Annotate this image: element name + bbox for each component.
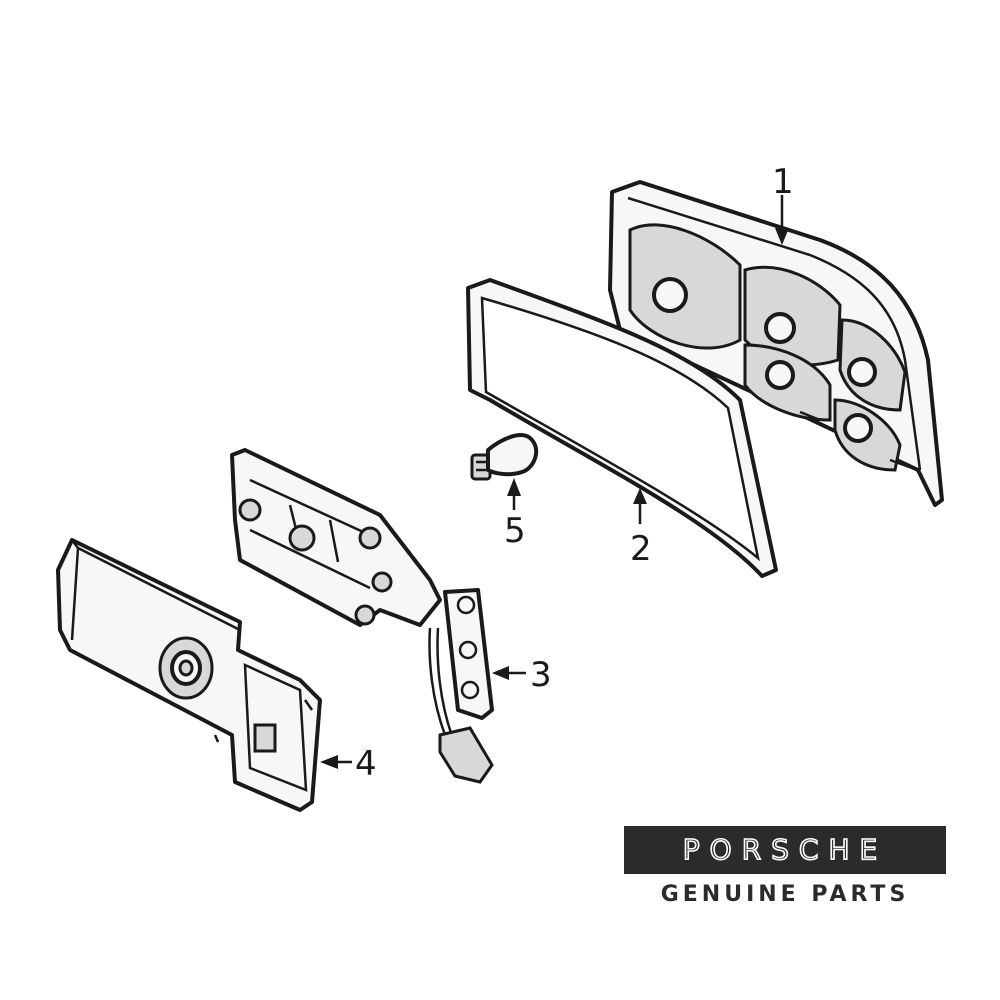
porsche-logo: PORSCHE	[624, 826, 946, 874]
callout-label-3: 3	[530, 655, 552, 695]
callout-arrow-4	[320, 755, 352, 769]
callout-label-5: 5	[504, 511, 526, 551]
callout-arrow-5	[507, 478, 521, 510]
callout-arrow-1	[775, 195, 789, 245]
genuine-parts-label: GENUINE PARTS	[660, 882, 910, 907]
callout-label-4: 4	[355, 744, 377, 784]
brand-block: PORSCHE GENUINE PARTS	[624, 826, 946, 914]
callout-label-2: 2	[630, 529, 652, 569]
lens-assembly	[56, 538, 322, 812]
callout-arrow-2	[633, 488, 647, 524]
callout-label-1: 1	[772, 162, 794, 202]
bulb	[470, 433, 539, 481]
callout-arrow-3	[492, 666, 526, 680]
tail-lamp-housing	[608, 180, 944, 507]
bulb-holder-plate	[230, 448, 494, 784]
gasket	[466, 278, 778, 578]
porsche-logo-wordmark: PORSCHE	[683, 833, 887, 866]
